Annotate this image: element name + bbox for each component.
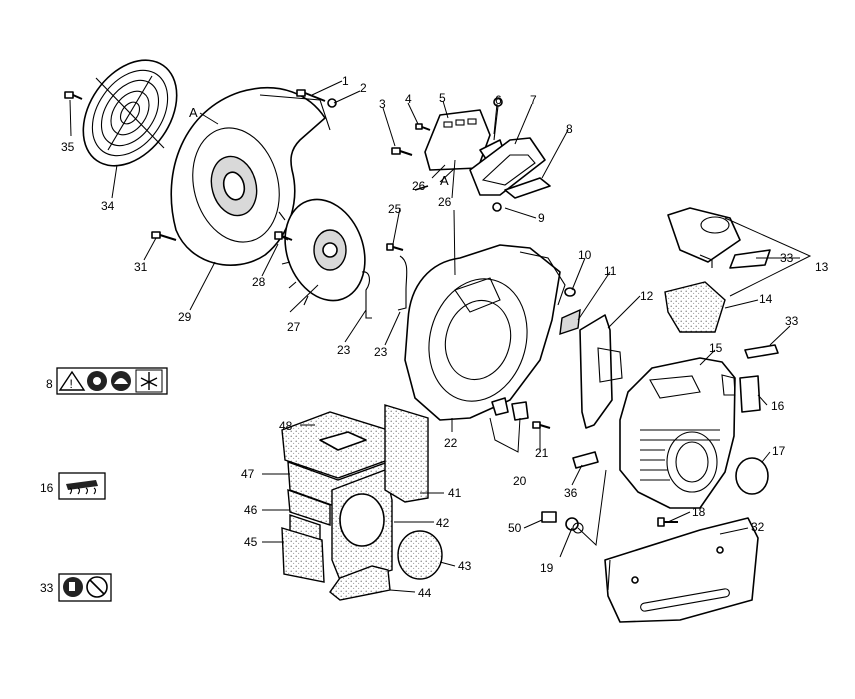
spark-plug [541,511,584,534]
leader-lines [69,80,812,593]
engine-cylinder [619,357,736,509]
callout-18: 18 [692,505,706,519]
callout-44: 44 [418,586,432,600]
guard-screw [64,91,83,100]
sticker-16-number: 16 [40,481,54,495]
callout-43: 43 [458,559,472,573]
ref-letter-a1: A [189,105,198,120]
fan-case-cover [170,87,331,266]
callout-28: 28 [252,275,266,289]
callout-1: 1 [342,74,349,88]
sticker-8-number: 8 [46,377,53,391]
volute-fan-case [404,244,576,421]
callout-8: 8 [566,122,573,136]
callout-50: 50 [508,521,522,535]
callout-10: 10 [578,248,592,262]
callout-26b: 26 [438,195,452,209]
callout-29: 29 [178,310,192,324]
callout-numbers: 1 2 3 4 5 6 7 8 9 10 11 12 13 14 15 16 1… [61,74,829,600]
callout-34: 34 [101,199,115,213]
callout-19: 19 [540,561,554,575]
sticker-16-group: 16 [40,472,106,500]
callout-31: 31 [134,260,148,274]
muffler-bolt [657,517,678,527]
sticker-strip [504,177,551,199]
callout-15: 15 [709,341,723,355]
impeller-fan [278,198,366,306]
grip-handle [469,137,546,196]
sticker-33-number: 33 [40,581,54,595]
engine-top-cover [664,207,771,333]
callout-23a: 23 [337,343,351,357]
sticker-8-group: 8 ! [46,367,168,395]
sticker-33-group: 33 [40,573,112,602]
callout-16: 16 [771,399,785,413]
callout-48: 48 [279,419,293,433]
callout-33b: 33 [785,314,799,328]
callout-32: 32 [751,520,765,534]
callout-41: 41 [448,486,462,500]
no-smoking-icon [86,576,108,598]
callout-11: 11 [604,264,617,278]
eye-ear-protection-icon [87,371,107,391]
callout-6: 6 [495,93,502,107]
callout-3: 3 [379,97,386,111]
muffler-cover [604,517,759,623]
small-parts [386,123,502,251]
callout-5: 5 [439,91,446,105]
callout-7: 7 [530,93,537,107]
callout-46: 46 [244,503,258,517]
callout-12: 12 [640,289,654,303]
throttle-parts [491,397,551,429]
fan-hazard-icon [135,369,163,393]
intake-guard-grille [82,59,178,167]
fan-nut [274,231,293,241]
callout-25: 25 [388,202,402,216]
handle-bracket [424,109,491,171]
callout-22: 22 [444,436,458,450]
gasket-plate [559,308,623,429]
callout-36: 36 [564,486,578,500]
svg-text:!: ! [70,377,73,391]
callout-4: 4 [405,92,412,106]
callout-17: 17 [772,444,786,458]
helmet-icon [111,371,131,391]
fuel-pump-icon [63,577,83,597]
callout-2: 2 [360,81,367,95]
callout-23b: 23 [374,345,388,359]
label-sticker-33b [744,344,779,359]
callout-27: 27 [287,320,301,334]
callout-20: 20 [513,474,527,488]
seal-ring [735,457,769,495]
callout-47: 47 [241,467,255,481]
callout-33a: 33 [780,251,794,265]
callout-35: 35 [61,140,75,154]
label-sticker-36 [572,451,599,469]
foam-pad-set [281,404,443,601]
callout-42: 42 [436,516,450,530]
callout-14: 14 [759,292,773,306]
callout-9: 9 [538,211,545,225]
clip-pair [361,255,408,319]
ref-letter-a2: A [440,173,449,188]
warning-triangle-icon: ! [58,370,86,391]
callout-13: 13 [815,260,829,274]
cover-bolt-top [296,89,337,108]
callout-26a: 26 [412,179,426,193]
hot-surface-icon [66,480,98,495]
label-sticker-16 [739,375,761,413]
callout-21: 21 [535,446,549,460]
callout-45: 45 [244,535,258,549]
